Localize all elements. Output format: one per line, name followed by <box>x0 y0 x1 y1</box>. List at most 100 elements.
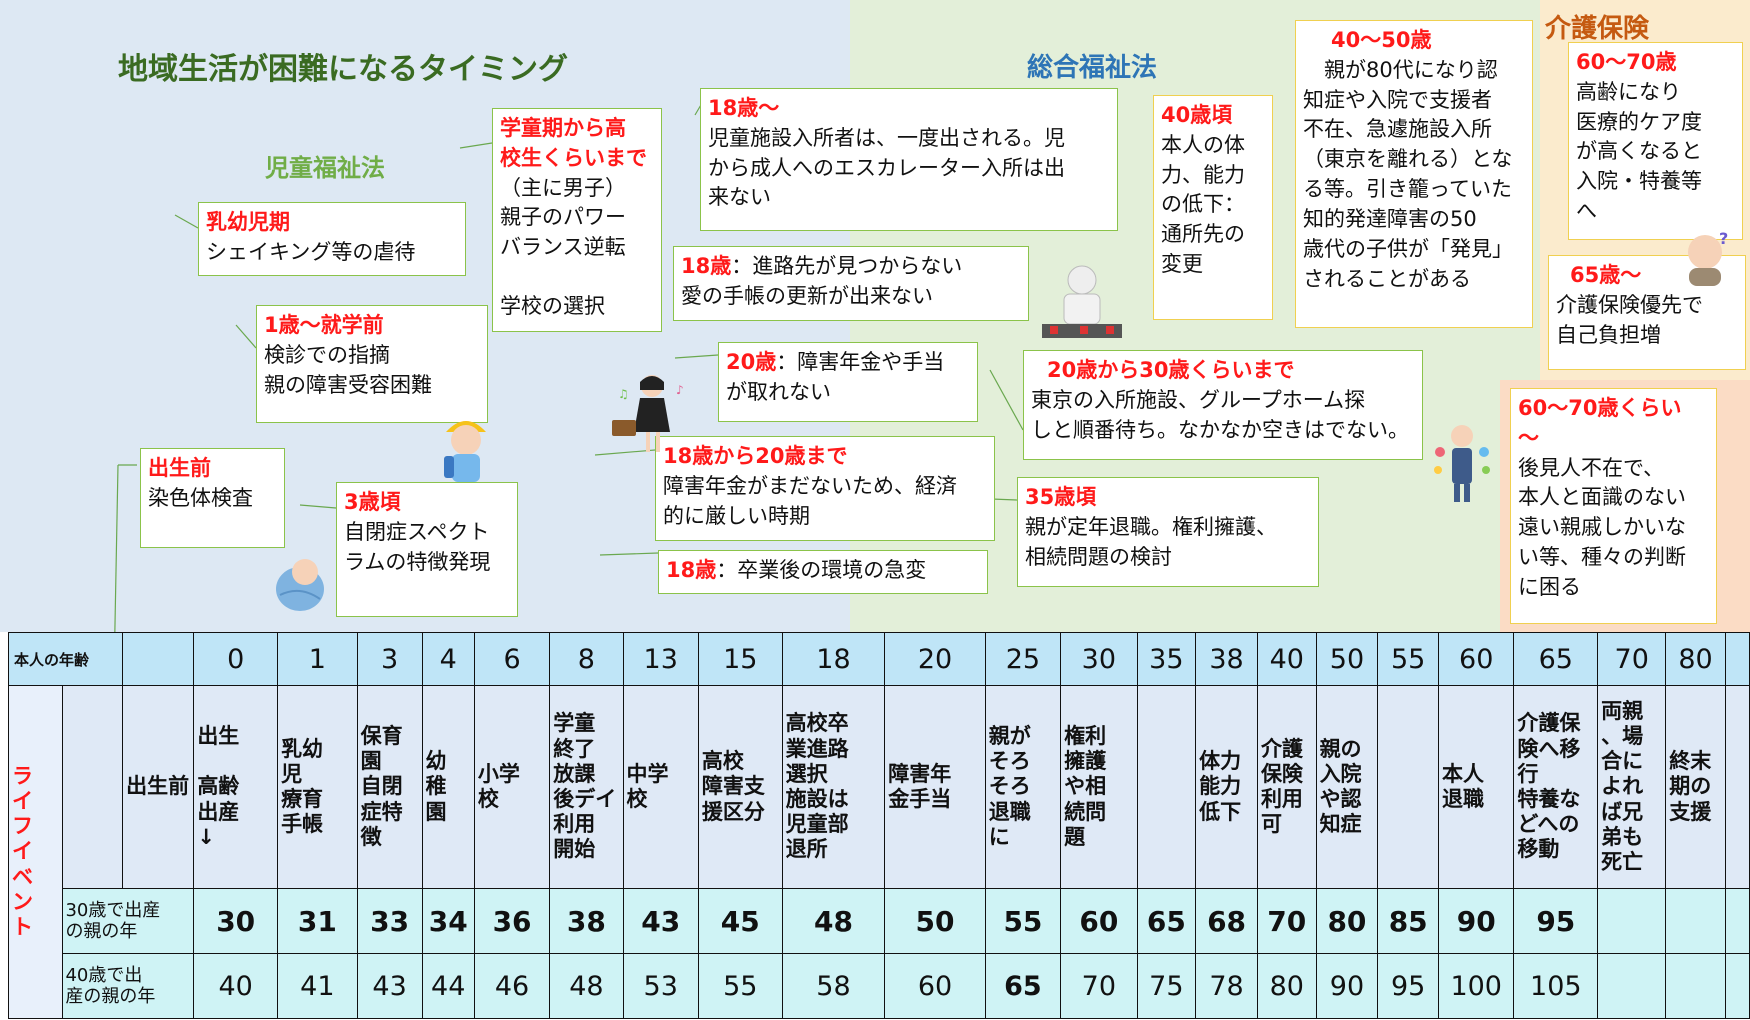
event-cell: 高校卒業進路選択施設は児童部退所 <box>781 685 886 889</box>
event-line: 退職 <box>1442 787 1485 811</box>
age-cell: 30 <box>1060 632 1138 686</box>
life-event-char: ト <box>12 914 33 939</box>
event-line: 障害支 <box>701 774 765 799</box>
age-cell: 1 <box>277 632 358 686</box>
parent-age-cell: 43 <box>356 953 423 1019</box>
event-line: 擁護 <box>1064 749 1107 774</box>
parent-age-cell: 53 <box>622 953 699 1019</box>
age-cell <box>122 632 195 686</box>
card-text: 児童施設入所者は、一度出される。児 <box>708 125 1065 150</box>
event-line: 高校 <box>701 749 744 774</box>
card-text: 本人の体 <box>1161 132 1245 157</box>
card-text: から成人へのエスカレーター入所は出 <box>708 155 1065 180</box>
card-text: 医療的ケア度 <box>1576 109 1702 134</box>
card-text: 相続問題の検討 <box>1025 544 1172 569</box>
event-cell <box>1377 685 1440 889</box>
parent-age-cell: 105 <box>1513 953 1599 1019</box>
parent-age-cell: 60 <box>884 953 986 1019</box>
card-text: されることがある <box>1303 266 1471 291</box>
event-line: 終了 <box>553 736 596 761</box>
age-cell: 65 <box>1513 632 1599 686</box>
event-line: 選択 <box>785 761 828 786</box>
card-text: 入院・特養等 <box>1576 169 1702 194</box>
card-heading: 1歳～就学前 <box>264 313 384 337</box>
event-line: 親の <box>1319 736 1362 761</box>
event-cell: 高校障害支援区分 <box>697 685 783 889</box>
card-text: ：障害年金や手当 <box>776 350 945 374</box>
age-cell: 70 <box>1597 632 1667 686</box>
card-text: 不在、急遽施設入所 <box>1303 117 1492 142</box>
elderly-person-illustration: ? <box>1688 230 1728 286</box>
child-helmet-illustration <box>444 421 486 482</box>
event-line: や相 <box>1064 774 1107 799</box>
card-heading: 35歳頃 <box>1025 485 1097 509</box>
event-line: 知症 <box>1319 812 1362 837</box>
parent-age-cell: 78 <box>1195 953 1258 1019</box>
event-line: 期の <box>1669 774 1712 799</box>
card-heading: 40～50歳 <box>1331 28 1432 52</box>
life-event-char: イ <box>12 789 33 814</box>
parent-age-cell: 48 <box>781 888 886 954</box>
event-line: 、場 <box>1601 724 1644 749</box>
card-text: 的に厳しい時期 <box>663 503 810 528</box>
parent-age-cell: 55 <box>697 953 783 1019</box>
event-line: 金手当 <box>888 787 952 811</box>
age-cell: 3 <box>356 632 423 686</box>
age20-30-card: 20歳から30歳くらいまで 東京の入所施設、グループホーム探 しと順番待ち。なか… <box>1023 350 1423 460</box>
card-text: 来ない <box>708 185 771 210</box>
card-text: 親が80代になり認 <box>1303 57 1498 82</box>
general-law-title: 総合福祉法 <box>1027 53 1158 83</box>
age-cell: 0 <box>193 632 279 686</box>
business-person-illustration <box>1434 425 1490 502</box>
parent-age-40-label: 40歳で出産の親の年 <box>62 953 195 1019</box>
card-heading: 20歳から30歳くらいまで <box>1047 358 1295 382</box>
event-line: 親が <box>988 724 1031 749</box>
event-cell: 障害年金手当 <box>884 685 986 889</box>
row-label-line: 30歳で出産 <box>65 899 161 921</box>
card-text: ：卒業後の環境の急変 <box>716 558 927 582</box>
event-cell: 親がそろそろ退職に <box>984 685 1062 889</box>
parent-age-cell: 60 <box>1060 888 1138 954</box>
event-line: 介護 <box>1260 736 1303 761</box>
event-cell: 出生 高齢出産↓ <box>193 685 279 889</box>
age18-facility-card: 18歳～ 児童施設入所者は、一度出される。児 から成人へのエスカレーター入所は出… <box>700 88 1118 231</box>
card-text: が高くなると <box>1576 139 1702 164</box>
card-heading: 出生前 <box>148 456 211 480</box>
event-line: 退職 <box>988 799 1031 824</box>
card-heading: 40歳頃 <box>1161 103 1233 127</box>
parent-age-cell: 70 <box>1060 953 1138 1019</box>
event-line: 入院 <box>1319 761 1362 786</box>
event-line: 両親 <box>1601 698 1644 723</box>
event-line: 死亡 <box>1601 849 1644 874</box>
event-line: 開始 <box>553 837 596 862</box>
parent-age-cell: 85 <box>1377 888 1440 954</box>
preschool-card: 1歳～就学前 検診での指摘 親の障害受容困難 <box>256 305 488 423</box>
event-line: 自閉 <box>360 774 403 799</box>
card-text: い等、種々の判断 <box>1518 545 1686 570</box>
parent-age-30-row: 30歳で出産の親の年 30 31 33 34 36 38 43 45 48 50… <box>9 888 1750 954</box>
parent-age-cell: 45 <box>697 888 783 954</box>
event-cell: 中学校 <box>622 685 699 889</box>
age60-70-guardian-card: 60～70歳くらい ～ 後見人不在で、 本人と面識のない 遠い親戚しかいな い等… <box>1510 388 1717 624</box>
event-line: 題 <box>1064 824 1086 849</box>
card-text: （主に男子） <box>500 175 626 200</box>
age40-card: 40歳頃 本人の体 力、能力 の低下： 通所先の 変更 <box>1153 95 1273 320</box>
event-line: や認 <box>1319 787 1362 811</box>
event-line: 学童 <box>553 711 596 736</box>
event-cell: 終末期の支援 <box>1665 685 1726 889</box>
age18-career-card: 18歳：進路先が見つからない 愛の手帳の更新が出来ない <box>673 246 1029 321</box>
parent-age-cell: 30 <box>193 888 279 954</box>
baby-illustration <box>276 559 324 611</box>
parent-age-cell: 90 <box>1315 953 1379 1019</box>
event-cell: 親の入院や認知症 <box>1315 685 1379 889</box>
event-line: よれ <box>1601 774 1644 799</box>
card-text: 愛の手帳の更新が出来ない <box>681 283 933 308</box>
event-line: 徴 <box>360 824 382 849</box>
event-line: どへの <box>1517 812 1580 837</box>
event-line: 行 <box>1517 761 1539 786</box>
parent-age-cell <box>1665 888 1726 954</box>
event-line: 園 <box>425 799 447 824</box>
event-line: 園 <box>360 749 382 774</box>
parent-age-cell: 80 <box>1315 888 1379 954</box>
card-text: が取れない <box>726 379 831 404</box>
